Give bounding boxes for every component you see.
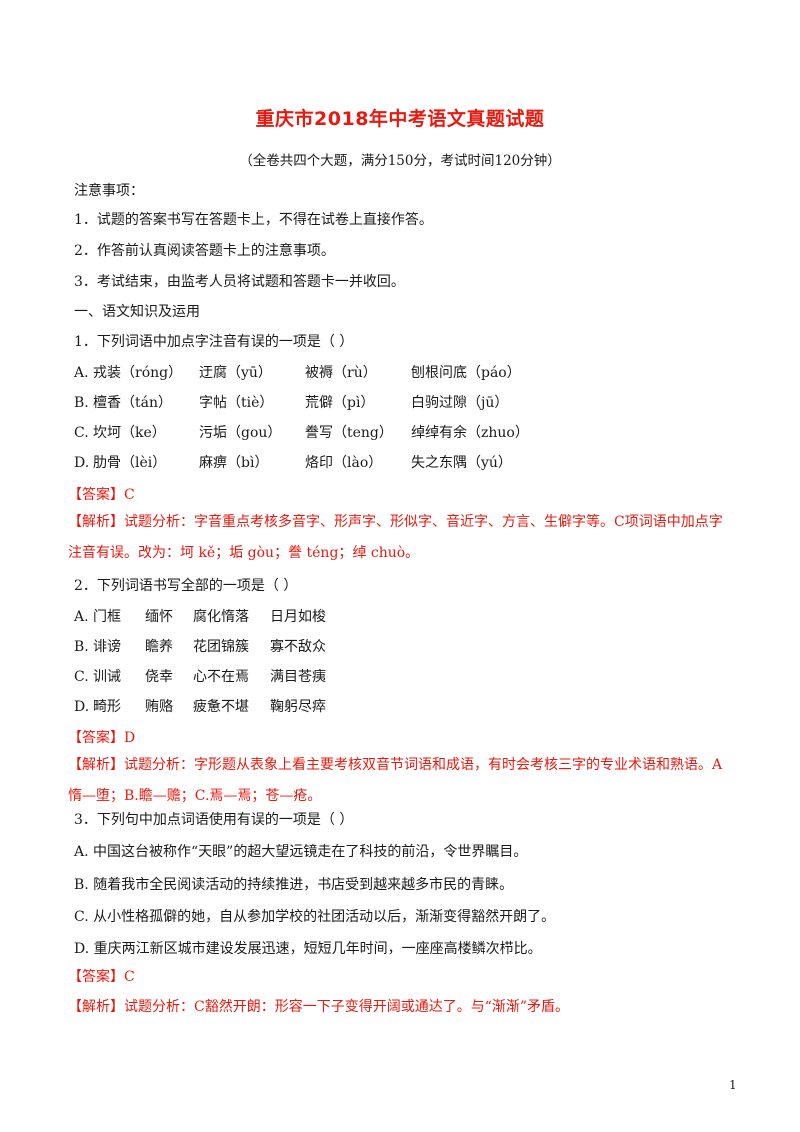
option-item: 肋骨（lèi）	[93, 455, 167, 471]
analysis-text: 试题分析：C豁然开朗：形容一下子变得开阔或通达了。与“渐渐”矛盾。	[124, 999, 570, 1015]
option-item: 诽谤	[93, 639, 121, 655]
q3-option: D. 重庆两江新区城市建设发展迅速，短短几年时间，一座座高楼鳞次栉比。	[74, 941, 542, 957]
q3-answer: 【答案】C	[68, 968, 135, 986]
notice-item: 2．作答前认真阅读答题卡上的注意事项。	[74, 243, 335, 259]
answer-value: C	[124, 487, 135, 503]
option-item: 麻痹（bì）	[199, 455, 269, 471]
q3-analysis: 【解析】试题分析：C豁然开朗：形容一下子变得开阔或通达了。与“渐渐”矛盾。	[68, 998, 569, 1016]
answer-tag: 【答案】	[68, 969, 124, 985]
option-item: 侥幸	[145, 669, 173, 685]
answer-value: C	[124, 969, 135, 985]
q2-stem: 2．下列词语书写全部的一项是（ ）	[74, 578, 298, 594]
analysis-text: 试题分析：字形题从表象上看主要考核双音节词语和成语，有时会考核三字的专业术语和熟…	[68, 757, 723, 804]
option-item: 心不在焉	[193, 669, 249, 685]
analysis-tag: 【解析】	[68, 999, 124, 1015]
answer-value: D	[124, 730, 136, 746]
notice-item: 3．考试结束，由监考人员将试题和答题卡一并收回。	[74, 274, 405, 290]
q1-analysis: 【解析】试题分析：字音重点考核多音字、形声字、形似字、音近字、方言、生僻字等。C…	[68, 507, 728, 569]
option-item: 寡不敌众	[270, 639, 326, 655]
answer-tag: 【答案】	[68, 730, 124, 746]
option-item: 檀香（tán）	[93, 395, 172, 411]
option-label: C.	[74, 669, 89, 685]
option-item: 字帖（tiè）	[199, 395, 274, 411]
option-item: 荒僻（pì）	[305, 395, 375, 411]
option-item: 失之东隅（yú）	[411, 455, 512, 471]
q1-stem: 1．下列词语中加点字注音有误的一项是（ ）	[74, 334, 354, 350]
option-item: 日月如梭	[270, 609, 326, 625]
page-title: 重庆市2018年中考语文真题试题	[255, 108, 545, 130]
option-item: 门框	[93, 609, 121, 625]
q2-analysis: 【解析】试题分析：字形题从表象上看主要考核双音节词语和成语，有时会考核三字的专业…	[68, 750, 728, 812]
option-item: 坎坷（ke）	[93, 425, 166, 441]
option-item: 鞠躬尽瘁	[270, 699, 326, 715]
option-item: 刨根问底（páo）	[411, 365, 521, 381]
q3-option: B. 随着我市全民阅读活动的持续推进，书店受到越来越多市民的青睐。	[74, 877, 514, 893]
option-item: 缅怀	[145, 609, 173, 625]
page-number: 1	[729, 1078, 737, 1092]
analysis-tag: 【解析】	[68, 757, 124, 773]
option-label: B.	[74, 395, 89, 411]
analysis-tag: 【解析】	[68, 514, 124, 530]
option-label: D.	[74, 455, 90, 471]
option-item: 迂腐（yū）	[199, 365, 272, 381]
option-label: A.	[74, 609, 89, 625]
option-item: 满目苍痍	[270, 669, 326, 685]
q3-stem: 3．下列句中加点词语使用有误的一项是（ ）	[74, 812, 354, 828]
option-item: 绰绰有余（zhuo）	[411, 425, 529, 441]
option-label: A.	[74, 365, 89, 381]
option-item: 花团锦簇	[193, 639, 249, 655]
option-item: 污垢（gou）	[199, 425, 282, 441]
option-item: 畸形	[93, 699, 121, 715]
q3-option: A. 中国这台被称作“天眼”的超大望远镜走在了科技的前沿，令世界瞩目。	[74, 844, 528, 860]
q3-option: C. 从小性格孤僻的她，自从参加学校的社团活动以后，渐渐变得豁然开朗了。	[74, 909, 556, 925]
exam-subtitle: （全卷共四个大题，满分150分，考试时间120分钟）	[239, 153, 561, 169]
option-item: 贿赂	[145, 699, 173, 715]
option-item: 白驹过隙（jū）	[411, 395, 509, 411]
answer-tag: 【答案】	[68, 487, 124, 503]
option-item: 戎装（róng）	[93, 365, 183, 381]
option-item: 疲惫不堪	[193, 699, 249, 715]
analysis-text: 试题分析：字音重点考核多音字、形声字、形似字、音近字、方言、生僻字等。C项词语中…	[68, 514, 723, 561]
option-item: 训诫	[93, 669, 121, 685]
option-label: C.	[74, 425, 89, 441]
option-item: 烙印（lào）	[305, 455, 383, 471]
option-item: 腐化惰落	[193, 609, 249, 625]
q1-answer: 【答案】C	[68, 486, 135, 504]
section-heading: 一、语文知识及运用	[74, 304, 200, 320]
option-item: 瞻养	[145, 639, 173, 655]
option-item: 誊写（teng）	[305, 425, 393, 441]
option-item: 被褥（rù）	[305, 365, 377, 381]
option-label: D.	[74, 699, 90, 715]
q2-answer: 【答案】D	[68, 729, 135, 747]
notice-heading: 注意事项：	[74, 183, 144, 199]
option-label: B.	[74, 639, 89, 655]
notice-item: 1．试题的答案书写在答题卡上，不得在试卷上直接作答。	[74, 212, 433, 228]
